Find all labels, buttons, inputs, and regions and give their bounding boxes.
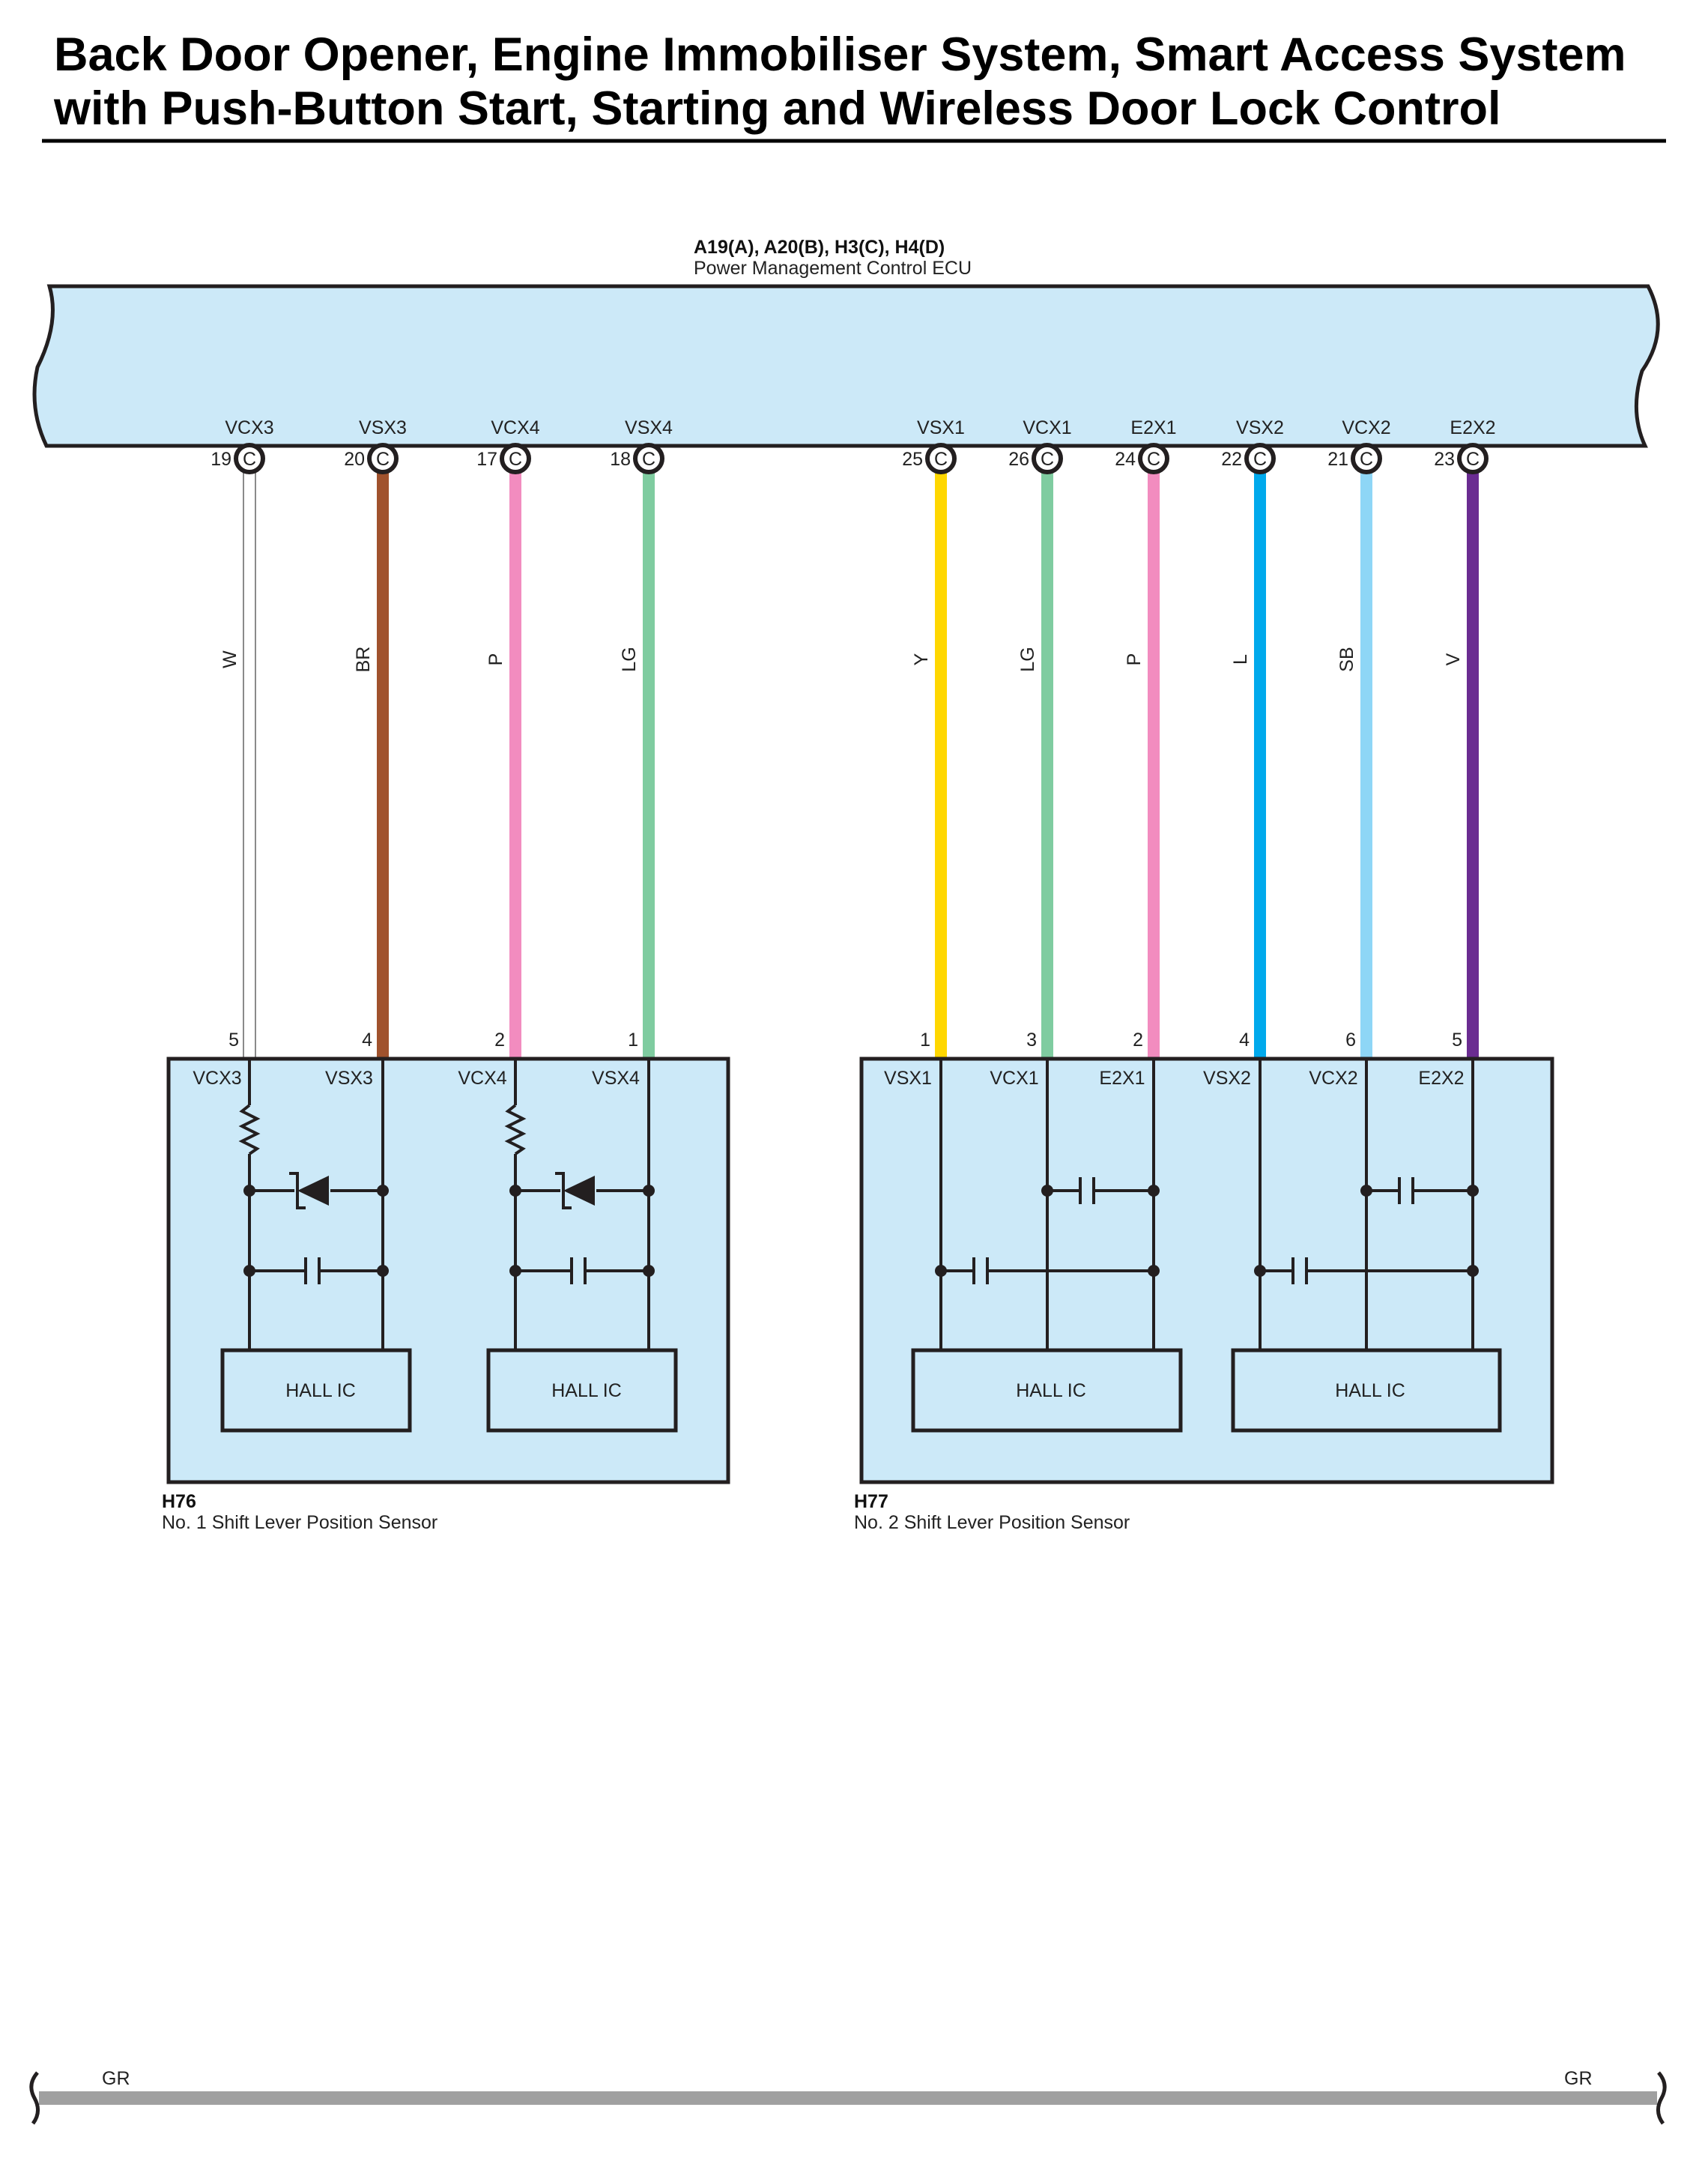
terminal-vcx2-pin: 21 [1327, 449, 1348, 470]
terminal-vcx3-connector: C [243, 449, 256, 470]
terminal-e2x2-pin: 23 [1434, 449, 1455, 470]
terminal-vsx3-connector: C [376, 449, 390, 470]
terminal-vcx4-connector: C [509, 449, 522, 470]
title-line-2: with Push-Button Start, Starting and Wir… [53, 82, 1501, 135]
h77-terminal-vcx1: VCX1 [990, 1068, 1038, 1089]
terminal-vsx4-pin: 18 [610, 449, 631, 470]
terminal-e2x1-connector: C [1147, 449, 1160, 470]
sensor-pin-vcx2: 6 [1345, 1030, 1356, 1051]
h76-hall-ic-1 [220, 1348, 412, 1433]
terminal-e2x2-connector: C [1466, 449, 1480, 470]
ecu-connector-codes: A19(A), A20(B), H3(C), H4(D) [694, 237, 945, 258]
h77-terminal-vcx2: VCX2 [1309, 1068, 1357, 1089]
h76-name: No. 1 Shift Lever Position Sensor [162, 1512, 437, 1533]
h77-terminal-vsx1: VSX1 [884, 1068, 932, 1089]
ground-break-left [29, 2071, 40, 2125]
wire-vcx3 [243, 458, 256, 1060]
h76-code: H76 [162, 1491, 196, 1512]
h77-terminal-e2x2: E2X2 [1418, 1068, 1464, 1089]
h77-hall-ic-2-label: HALL IC [1335, 1380, 1405, 1401]
sensor-pin-vcx3: 5 [228, 1030, 239, 1051]
title-line-1: Back Door Opener, Engine Immobiliser Sys… [54, 28, 1626, 81]
h77-circuit [939, 1059, 1474, 1350]
h77-hall-ic-2 [1231, 1348, 1502, 1433]
terminal-e2x1-name: E2X1 [1130, 417, 1176, 438]
h77-hall-ic-1-label: HALL IC [1016, 1380, 1086, 1401]
wire-vsx4-code: LG [619, 647, 640, 671]
h76-terminal-vcx4: VCX4 [458, 1068, 506, 1089]
wire-vcx2-code: SB [1336, 647, 1357, 671]
terminal-e2x2-name: E2X2 [1450, 417, 1495, 438]
sensor-pin-e2x1: 2 [1133, 1030, 1143, 1051]
terminal-vcx2-circle [1351, 443, 1382, 474]
h76-terminal-vsx4: VSX4 [592, 1068, 640, 1089]
h76-hall-ic-2-label: HALL IC [551, 1380, 622, 1401]
wire-group: C19VCX3W5C20VSX3BR4C17VCX4P2C18VSX4LG1C2… [211, 417, 1496, 1060]
terminal-vsx3-pin: 20 [344, 449, 365, 470]
sensor-pin-vcx4: 2 [494, 1030, 505, 1051]
wire-e2x2-code: V [1443, 653, 1464, 665]
terminal-e2x1-circle [1138, 443, 1169, 474]
ground-break-right [1656, 2071, 1667, 2125]
ecu-name: Power Management Control ECU [694, 258, 972, 279]
terminal-vcx2-name: VCX2 [1342, 417, 1390, 438]
terminal-vsx2-circle [1244, 443, 1276, 474]
terminal-vsx3-name: VSX3 [359, 417, 407, 438]
terminal-vsx4-name: VSX4 [625, 417, 673, 438]
ecu-body [32, 284, 1660, 448]
terminal-vcx1-circle [1032, 443, 1063, 474]
h77-hall-ic-1 [911, 1348, 1183, 1433]
h76-terminal-vsx3: VSX3 [325, 1068, 373, 1089]
terminal-e2x1-pin: 24 [1115, 449, 1136, 470]
wire-vcx1-code: LG [1017, 647, 1038, 671]
h76-terminal-vcx3: VCX3 [193, 1068, 241, 1089]
wire-vsx1-code: Y [911, 653, 932, 665]
h77-junction-dots [935, 1185, 1479, 1277]
terminal-vcx1-connector: C [1041, 449, 1054, 470]
terminal-vsx2-connector: C [1253, 449, 1267, 470]
wire-vcx3-code: W [219, 650, 240, 668]
terminal-vsx1-pin: 25 [902, 449, 923, 470]
wire-vsx2-code: L [1230, 654, 1251, 665]
terminal-vsx2-pin: 22 [1221, 449, 1242, 470]
sensor-pin-e2x2: 5 [1452, 1030, 1462, 1051]
wire-e2x1-code: P [1124, 653, 1145, 666]
terminal-vsx1-name: VSX1 [917, 417, 965, 438]
ground-label-right: GR [1564, 2068, 1593, 2089]
wire-vcx4-code: P [485, 653, 506, 666]
sensor-pin-vsx3: 4 [362, 1030, 372, 1051]
sensor-pin-vsx2: 4 [1239, 1030, 1250, 1051]
h77-terminal-vsx2: VSX2 [1203, 1068, 1251, 1089]
terminal-vcx3-circle [234, 443, 265, 474]
h77-terminal-e2x1: E2X1 [1099, 1068, 1145, 1089]
terminal-vcx4-name: VCX4 [491, 417, 539, 438]
terminal-vsx4-connector: C [642, 449, 655, 470]
terminal-vcx4-circle [500, 443, 531, 474]
terminal-vcx1-pin: 26 [1008, 449, 1029, 470]
h77-code: H77 [854, 1491, 888, 1512]
terminal-vcx3-name: VCX3 [225, 417, 273, 438]
terminal-vcx3-pin: 19 [211, 449, 231, 470]
h76-zener-diodes [289, 1172, 595, 1209]
terminal-vcx1-name: VCX1 [1023, 417, 1071, 438]
h76-junction-dots [243, 1185, 655, 1277]
h76-circuit [238, 1059, 650, 1350]
sensor-pin-vcx1: 3 [1026, 1030, 1037, 1051]
terminal-vsx3-circle [367, 443, 399, 474]
wire-vsx3-code: BR [353, 647, 374, 673]
terminal-vsx1-circle [925, 443, 957, 474]
terminal-vcx4-pin: 17 [476, 449, 497, 470]
h76-hall-ic-1-label: HALL IC [285, 1380, 356, 1401]
sensor-pin-vsx1: 1 [920, 1030, 930, 1051]
h77-name: No. 2 Shift Lever Position Sensor [854, 1512, 1130, 1533]
terminal-e2x2-circle [1457, 443, 1489, 474]
terminal-vsx4-circle [633, 443, 664, 474]
terminal-vsx1-connector: C [934, 449, 948, 470]
sensor-pin-vsx4: 1 [628, 1030, 638, 1051]
ground-label-left: GR [102, 2068, 130, 2089]
terminal-vsx2-name: VSX2 [1236, 417, 1284, 438]
terminal-vcx2-connector: C [1360, 449, 1373, 470]
h76-hall-ic-2 [486, 1348, 678, 1433]
